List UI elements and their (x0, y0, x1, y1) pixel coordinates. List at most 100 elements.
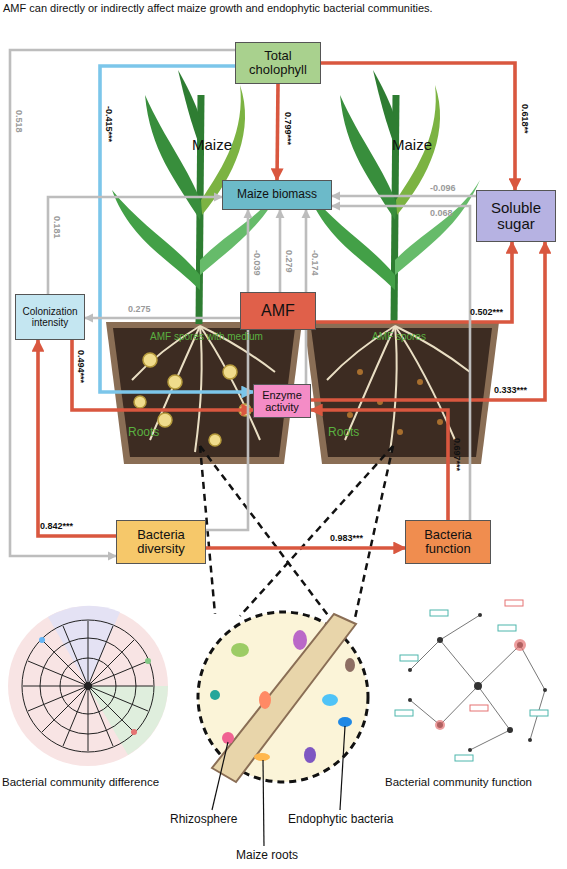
annotation-label: Maize (192, 137, 232, 154)
phylogenetic-tree (145, 658, 151, 664)
leader-line (212, 726, 345, 846)
network-graph (478, 645, 520, 686)
phylogenetic-tree (88, 686, 113, 746)
path-coefficient: -0.096 (430, 184, 456, 193)
roots (395, 326, 455, 440)
effect-arrow (72, 340, 253, 410)
node-text: Enzyme activity (255, 389, 309, 413)
phylogenetic-tree (88, 640, 134, 686)
effect-arrow (332, 195, 476, 198)
network-graph (470, 730, 510, 750)
phylogenetic-tree (63, 626, 88, 686)
phylogenetic-tree (84, 682, 92, 690)
phylogenetic-tree (88, 686, 134, 732)
node-text: Soluble sugar (478, 200, 554, 233)
path-coefficient: 0.697*** (452, 438, 461, 471)
effect-arrow (38, 340, 116, 536)
amf-spores (347, 369, 443, 435)
phylogenetic-tree (42, 686, 88, 732)
node-text: Bacteria function (407, 528, 489, 557)
leader-line (340, 726, 345, 810)
pot (311, 328, 492, 457)
amf-spores (437, 419, 443, 425)
root-zoom-circle (322, 694, 338, 706)
process-box: Maize biomass (222, 180, 332, 210)
path-coefficient: 0.799*** (283, 112, 292, 145)
amf-spores (168, 375, 182, 389)
effect-arrow (332, 206, 470, 520)
effect-arrow (85, 317, 240, 320)
process-box: Bacteria diversity (116, 520, 206, 564)
phylogenetic-tree (23, 621, 153, 751)
path-coefficient: -0.415*** (104, 106, 113, 142)
path-coefficient: 0.842*** (40, 522, 73, 531)
annotation-label: Endophytic bacteria (288, 813, 393, 826)
root-zoom-circle (304, 747, 316, 763)
path-coefficient: 0.279 (284, 250, 293, 273)
pot (304, 322, 499, 464)
network-graph (430, 610, 448, 616)
zoom-lines (200, 446, 393, 618)
zoom-lines (240, 446, 393, 616)
network-graph (514, 639, 526, 651)
roots (132, 326, 470, 452)
effect-arrow (277, 84, 278, 180)
path-coefficient: 0.068 (430, 209, 453, 218)
effect-arrow (206, 210, 248, 530)
path-coefficient: -0.174 (310, 250, 319, 276)
effect-arrow (279, 210, 282, 292)
amf-spores (223, 365, 237, 379)
network-graph (478, 613, 482, 617)
phylogenetic-tree (88, 686, 168, 755)
effect-arrow (311, 410, 448, 520)
network-graph (440, 640, 478, 686)
effect-arrow (48, 197, 222, 294)
annotation-label: Bacterial community difference (2, 776, 159, 789)
annotation-label: AMF spores (372, 331, 426, 342)
path-coefficient: 0.181 (52, 216, 61, 239)
network-graph (435, 720, 445, 730)
effect-arrow (316, 242, 512, 322)
process-box: Colonization intensity (15, 294, 85, 340)
path-coefficient: 0.983*** (330, 534, 363, 543)
amf-spores (417, 379, 423, 385)
root-zoom-circle (254, 753, 270, 761)
root-zoom-circle (198, 612, 368, 782)
effect-arrow (10, 50, 235, 556)
network-graph (468, 748, 472, 752)
annotation-label: Rhizosphere (170, 813, 237, 826)
root-zoom-circle (212, 614, 356, 782)
network-graph (408, 698, 412, 702)
annotation-label: Roots (128, 426, 159, 439)
network-graph (400, 655, 418, 661)
network-graph (408, 668, 412, 672)
network-graph (528, 738, 532, 742)
network-graph (474, 682, 482, 690)
root-zoom-circle (338, 717, 352, 727)
roots (195, 326, 202, 452)
network-graph (543, 688, 547, 692)
path-coefficient: 0.494*** (76, 350, 85, 383)
phylogenetic-tree (88, 686, 153, 687)
network-graph (470, 600, 523, 711)
path-coefficient: 0.333*** (494, 386, 527, 395)
annotation-label: Roots (328, 426, 359, 439)
phylogenetic-tree (8, 606, 168, 766)
amf-spores (377, 399, 383, 405)
maize-plant (112, 190, 200, 290)
amf-spores (143, 353, 157, 367)
maize-plant (307, 70, 480, 324)
network-graph (530, 710, 548, 716)
network-graph (507, 727, 513, 733)
network-graph (395, 610, 548, 761)
path-coefficient: -0.039 (252, 250, 261, 276)
amf-spores (239, 404, 251, 416)
annotation-label: Maize roots (236, 849, 298, 862)
diagram-title: AMF can directly or indirectly affect ma… (3, 2, 433, 14)
process-box: AMF (240, 292, 316, 330)
zoom-lines (200, 446, 330, 618)
path-coefficient: 0.275 (128, 305, 151, 314)
network-graph (520, 645, 545, 690)
amf-spores (347, 412, 353, 418)
